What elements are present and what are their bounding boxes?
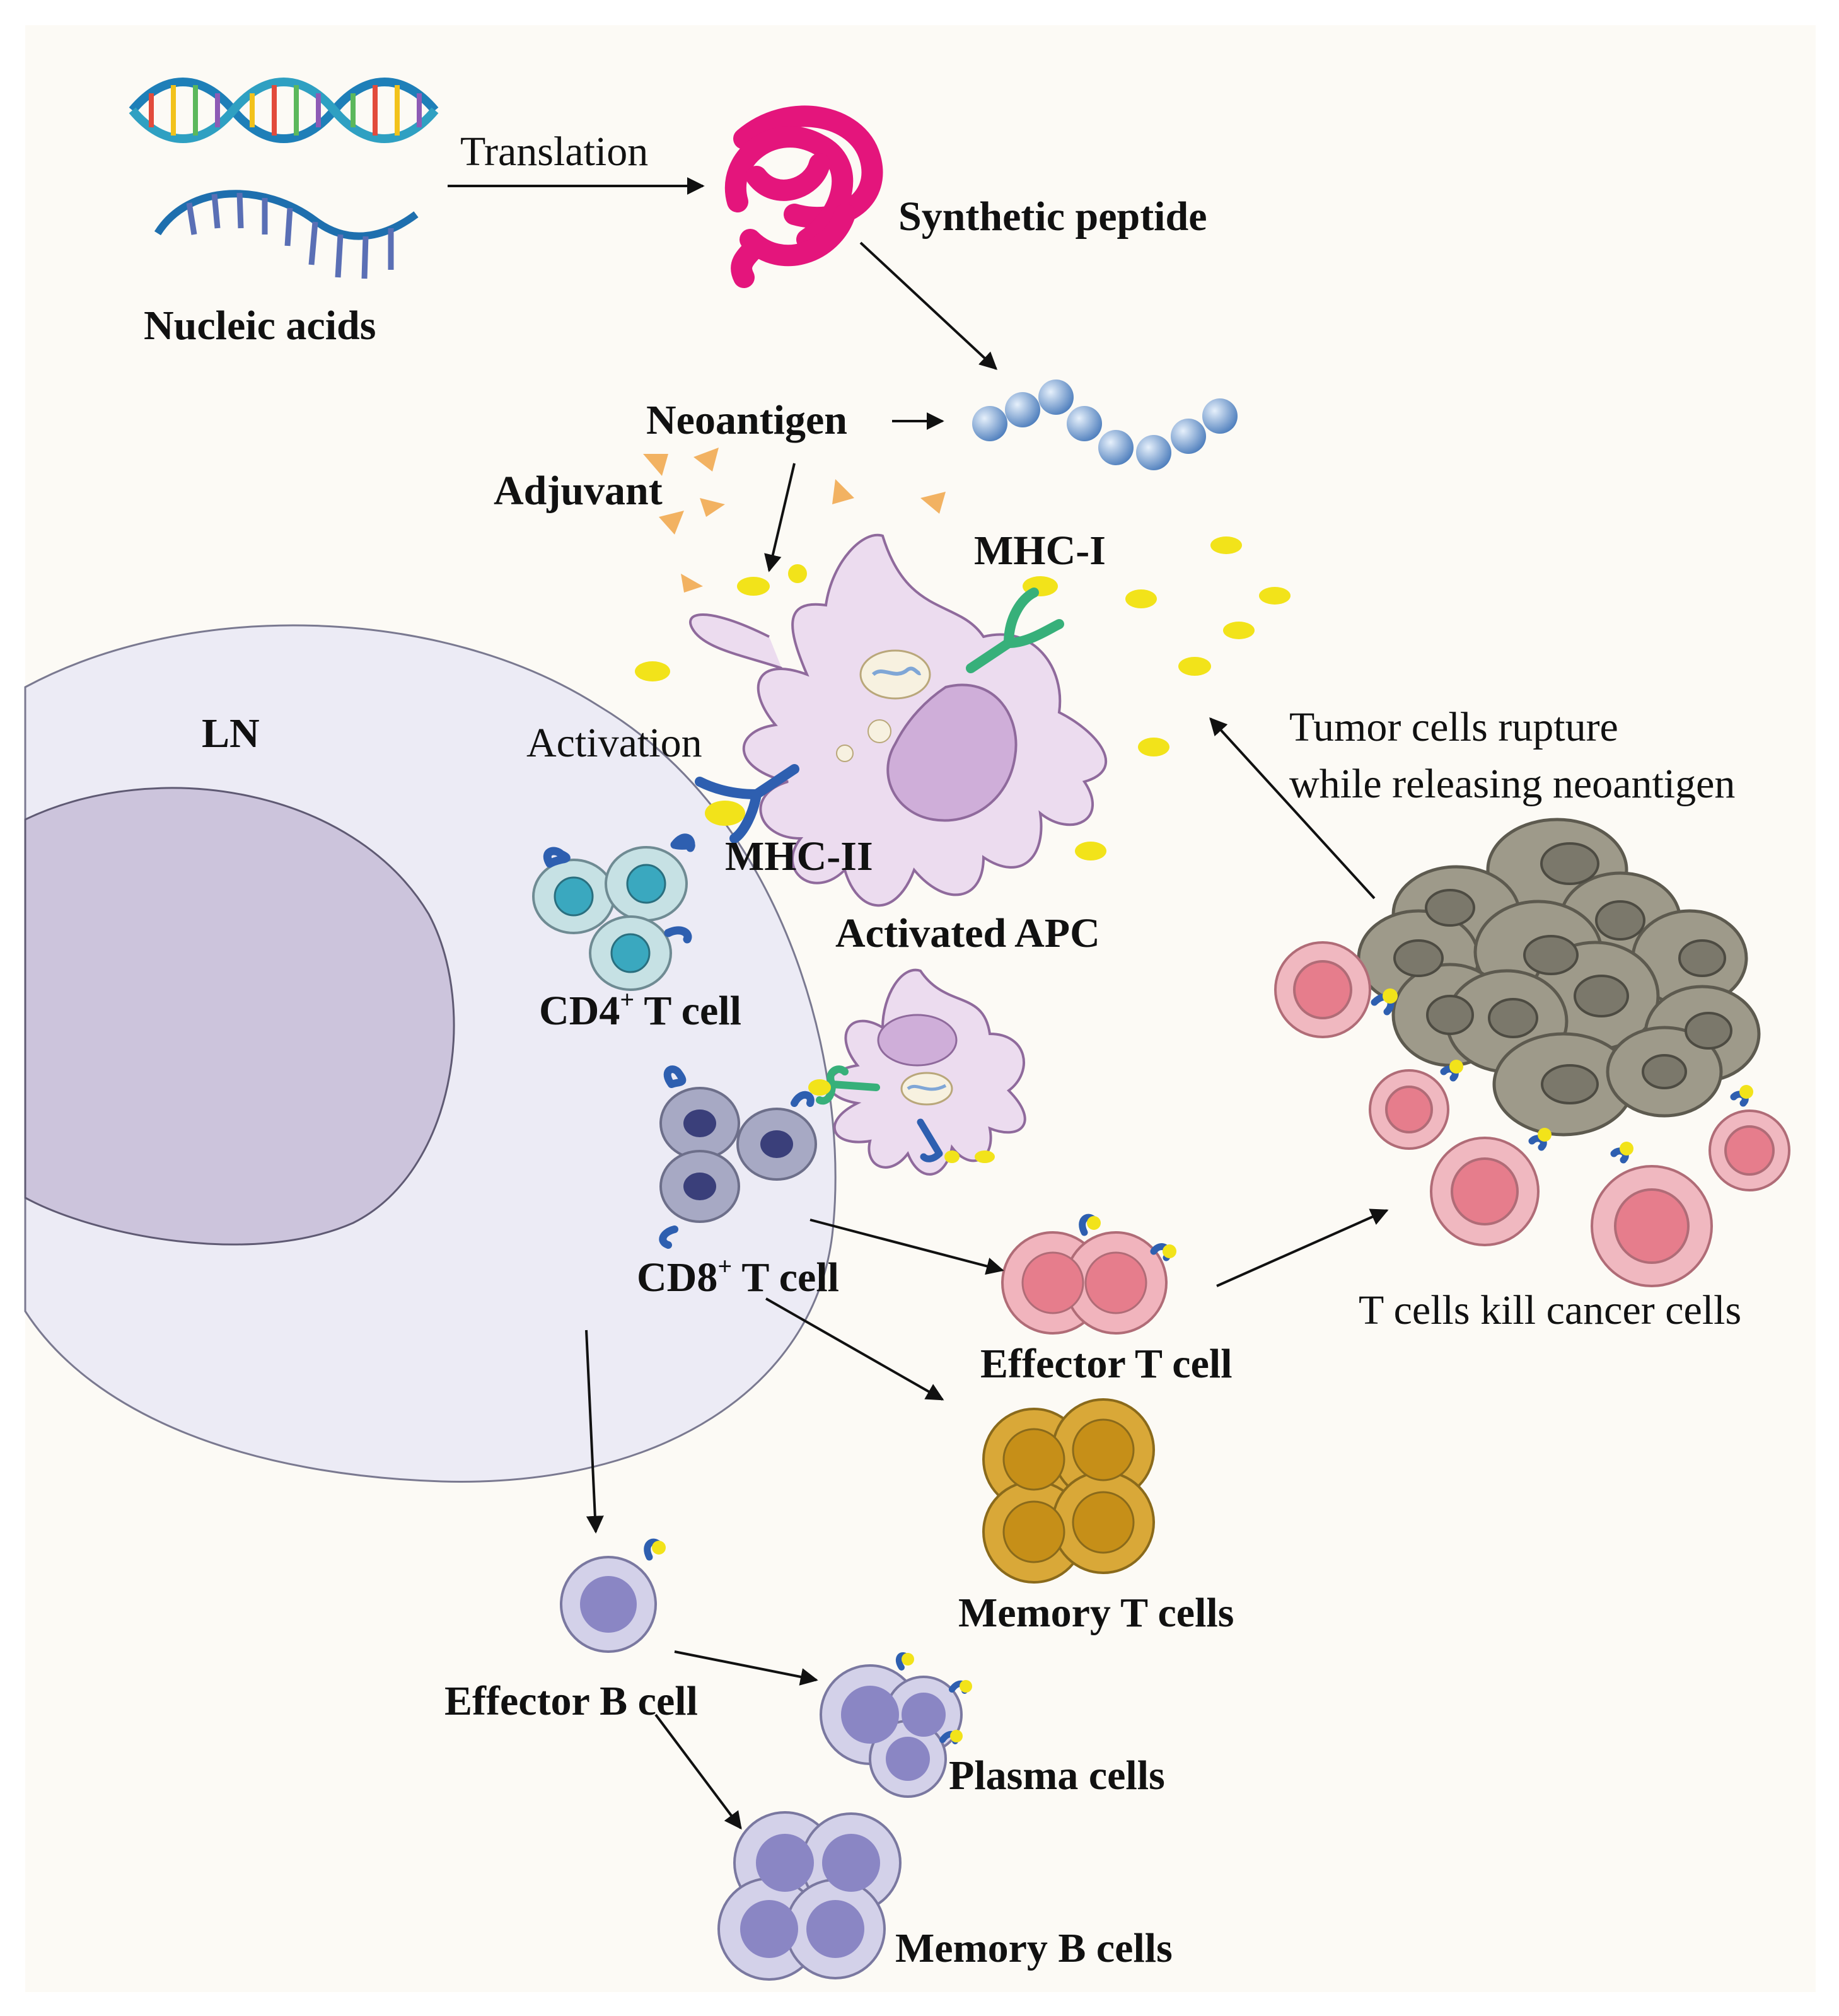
arrow-neoantigen-to-apc	[764, 463, 796, 572]
label-activation: Activation	[526, 720, 702, 766]
mhc-i-receptor-icon	[966, 588, 1064, 673]
neoantigen-chain-icon	[972, 379, 1238, 470]
label-cd8-t-cell: CD8+ T cell	[637, 1252, 839, 1301]
lymph-node	[24, 624, 837, 1483]
label-t-cells-kill: T cells kill cancer cells	[1359, 1287, 1741, 1333]
activated-apc	[689, 533, 1108, 907]
arrow-b-to-memory	[654, 1713, 742, 1830]
label-ln: LN	[202, 710, 260, 756]
effector-t-cells	[1001, 1214, 1176, 1335]
label-memory-t-cells: Memory T cells	[958, 1590, 1234, 1636]
label-plasma-cells: Plasma cells	[949, 1752, 1165, 1799]
label-adjuvant: Adjuvant	[494, 468, 663, 514]
label-synthetic-peptide: Synthetic peptide	[898, 194, 1207, 240]
adjuvant-particles	[643, 448, 946, 593]
arrow-tumor-release	[1209, 717, 1376, 900]
arrow-cd8-to-effector	[809, 1219, 1004, 1275]
arrow-peptide-to-neoantigen	[859, 241, 998, 370]
label-translation: Translation	[460, 129, 648, 175]
mhc-ii-receptor-icon	[695, 764, 799, 843]
mhc-ii-antigen-dot	[705, 801, 745, 826]
plasma-cells	[820, 1652, 972, 1798]
rna-strand-icon	[154, 190, 419, 279]
memory-t-cells	[982, 1398, 1155, 1584]
label-mhc-i: MHC-I	[974, 528, 1106, 574]
flow-arrows	[448, 177, 1389, 1830]
synthetic-peptide-icon	[724, 105, 883, 288]
small-apc	[808, 968, 1026, 1176]
label-cd4-t-cell: CD4+ T cell	[539, 985, 741, 1034]
killer-t-cells	[1274, 941, 1790, 1287]
label-nucleic-acids: Nucleic acids	[144, 303, 376, 349]
cd8-t-cells	[659, 1065, 817, 1249]
cd4-t-cells	[532, 833, 695, 991]
label-activated-apc: Activated APC	[835, 910, 1100, 956]
effector-b-cell	[560, 1538, 666, 1653]
label-tumor-line1: Tumor cells rupture	[1289, 704, 1618, 750]
arrow-effector-to-tumor	[1216, 1208, 1389, 1287]
label-effector-t-cell: Effector T cell	[980, 1341, 1233, 1387]
label-memory-b-cells: Memory B cells	[895, 1925, 1173, 1971]
label-mhc-ii: MHC-II	[725, 833, 873, 879]
arrow-b-to-plasma	[674, 1650, 818, 1686]
label-tumor-line2: while releasing neoantigen	[1289, 761, 1735, 807]
label-effector-b-cell: Effector B cell	[444, 1678, 698, 1724]
dna-helix-icon	[129, 78, 439, 143]
memory-b-cells	[717, 1811, 902, 1981]
arrow-ln-to-b-cell	[585, 1330, 604, 1534]
tumor-cell-cluster	[1357, 818, 1761, 1137]
label-neoantigen: Neoantigen	[646, 397, 847, 443]
arrow-cd8-to-memory	[765, 1297, 944, 1401]
